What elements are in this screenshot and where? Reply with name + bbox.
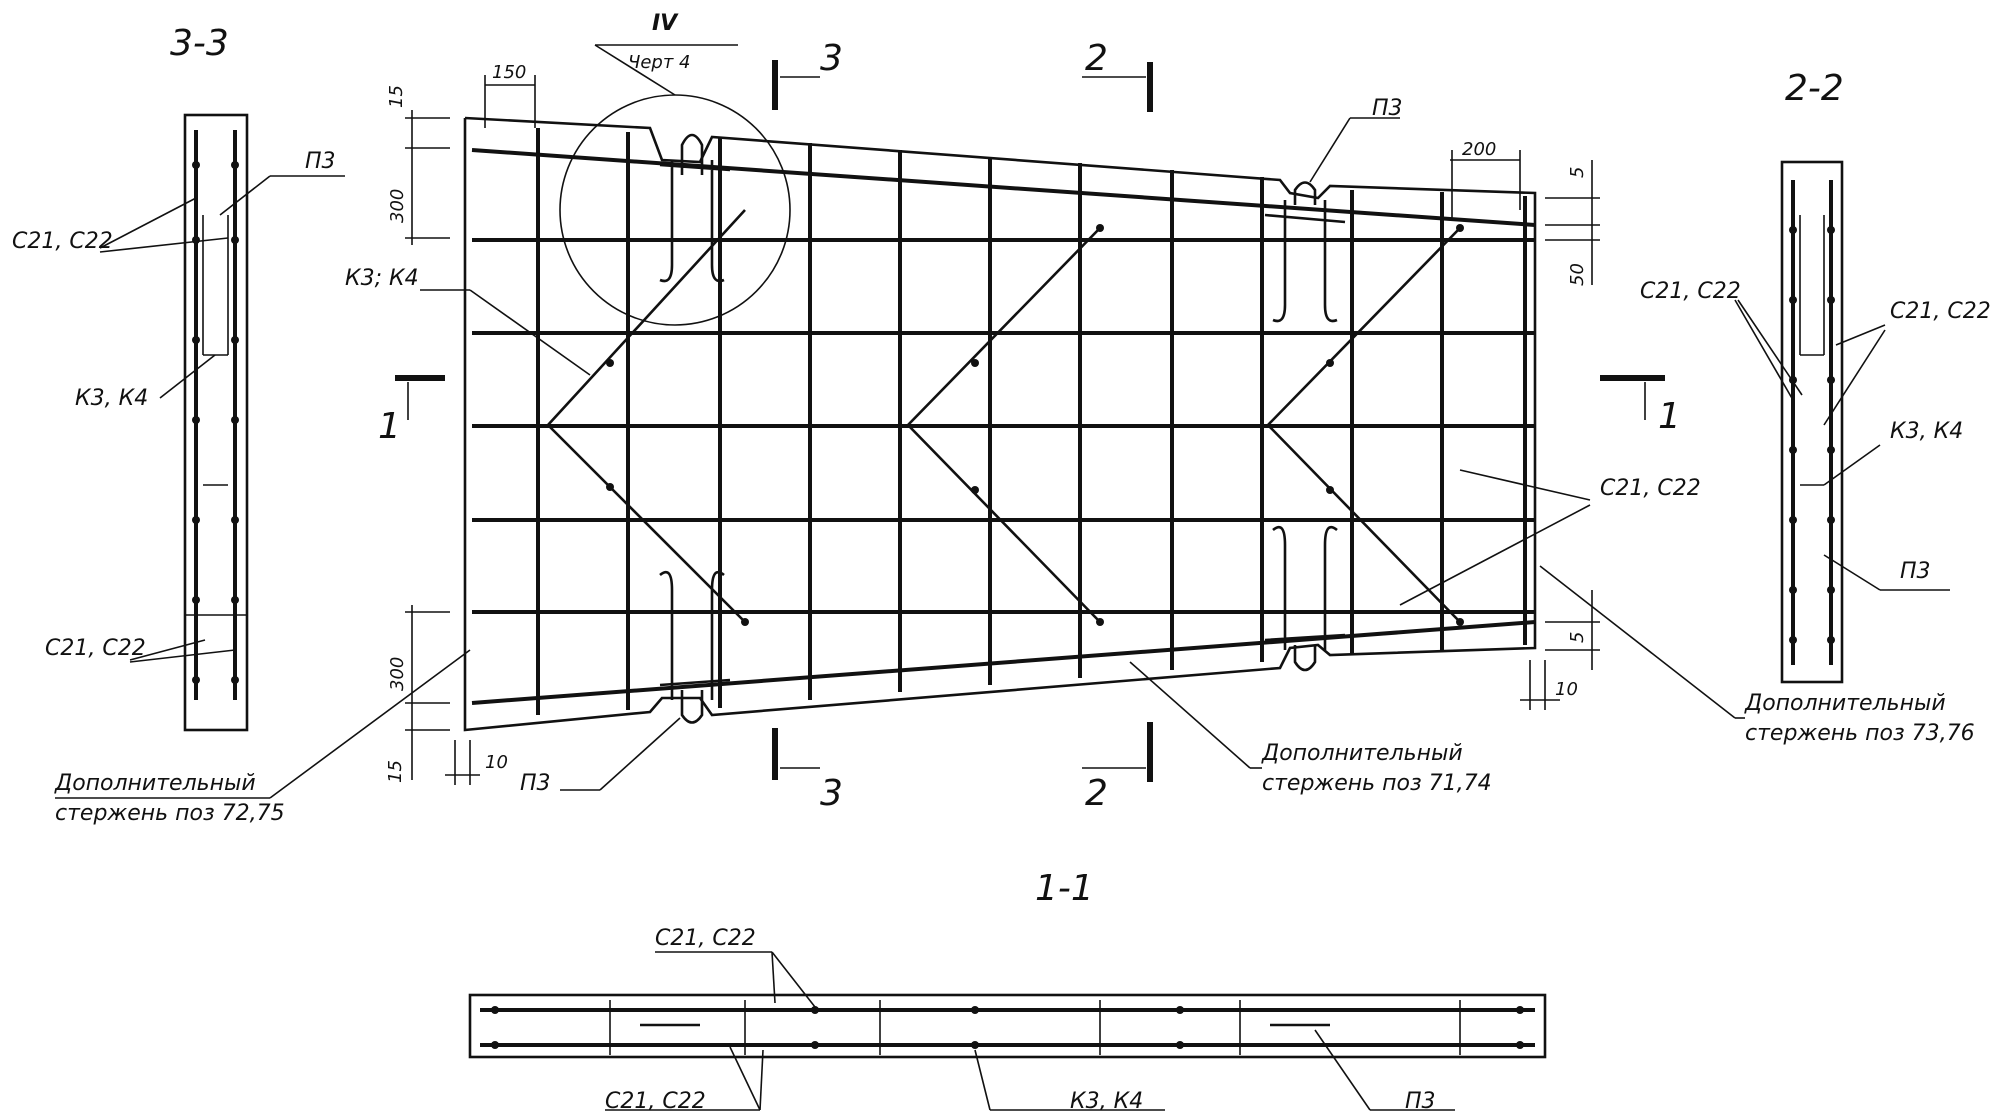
label-k3-k4: К3, К4	[75, 386, 148, 411]
label-c21-c22-top: С21, С22	[12, 229, 113, 254]
label-c21-c22-bottom: С21, С22	[45, 636, 146, 661]
label-extra-left: Дополнительный	[54, 771, 256, 796]
label-c21-c22-main: С21, С22	[1600, 476, 1701, 501]
section-1-1-title: 1-1	[1035, 868, 1094, 909]
dim-300-bottom: 300	[387, 657, 408, 691]
callout-ref: Черт 4	[628, 52, 691, 73]
main-elevation: IV Черт 4 3 3 2 2 1 1	[54, 11, 1975, 826]
cut-3-bottom: 3	[820, 773, 843, 814]
cut-1-left: 1	[378, 406, 401, 447]
cut-marks: 3 3 2 2 1 1	[378, 38, 1681, 814]
dim-150: 150	[492, 62, 526, 83]
label-c21-c22-1-1-top: С21, С22	[655, 926, 756, 951]
dim-50: 50	[1567, 263, 1588, 286]
dim-200: 200	[1462, 139, 1496, 160]
lifting-loops	[659, 133, 1346, 724]
section-2-2-title: 2-2	[1785, 68, 1844, 109]
label-rod-7275: стержень поз 72,75	[55, 801, 285, 826]
callout-iv: IV Черт 4	[559, 11, 791, 326]
main-labels: К3; К4 П3 П3 С21, С22 Дополнительный сте…	[54, 96, 1975, 826]
label-c21-c22-right: С21, С22	[1890, 299, 1991, 324]
label-k3-k4-main: К3; К4	[345, 266, 419, 291]
dim-5-bottom: 5	[1567, 632, 1588, 643]
label-extra-right: Дополнительный	[1744, 691, 1946, 716]
section-1-1: 1-1 С21, С22 С21, С22 К3, К4 П3	[468, 868, 1547, 1114]
cut-3-top: 3	[820, 38, 843, 79]
dim-10-left: 10	[485, 752, 508, 773]
dim-10-right: 10	[1555, 679, 1578, 700]
k3-k4-frames	[546, 209, 1464, 626]
label-p3-top: П3	[1372, 96, 1403, 121]
vertical-bars	[536, 128, 1527, 715]
callout-roman: IV	[652, 11, 679, 36]
label-p3: П3	[305, 149, 336, 174]
label-k3-k4-right: К3, К4	[1890, 419, 1963, 444]
label-rod-7174: стержень поз 71,74	[1262, 771, 1492, 796]
section-3-3: 3-3 С21, С22 П3 К3, К4 С21, С22	[12, 23, 345, 732]
panel-outline	[463, 116, 1537, 732]
dim-5-top: 5	[1567, 167, 1588, 178]
dim-15-bottom: 15	[385, 760, 406, 783]
label-p3-right: П3	[1900, 559, 1931, 584]
cut-2-bottom: 2	[1085, 773, 1108, 814]
horizontal-bars	[471, 148, 1536, 705]
dim-300-top: 300	[387, 189, 408, 223]
cut-1-right: 1	[1658, 396, 1681, 437]
label-c21-c22-left: С21, С22	[1640, 279, 1741, 304]
label-extra-center: Дополнительный	[1261, 741, 1463, 766]
dim-15-top: 15	[386, 85, 407, 108]
label-rod-7376: стержень поз 73,76	[1745, 721, 1975, 746]
section-3-3-title: 3-3	[170, 23, 229, 64]
cut-2-top: 2	[1085, 38, 1108, 79]
section-2-2: 2-2 С21, С22 С21, С22 К3, К4 П3	[1640, 68, 1991, 684]
label-p3-bottom: П3	[520, 771, 551, 796]
